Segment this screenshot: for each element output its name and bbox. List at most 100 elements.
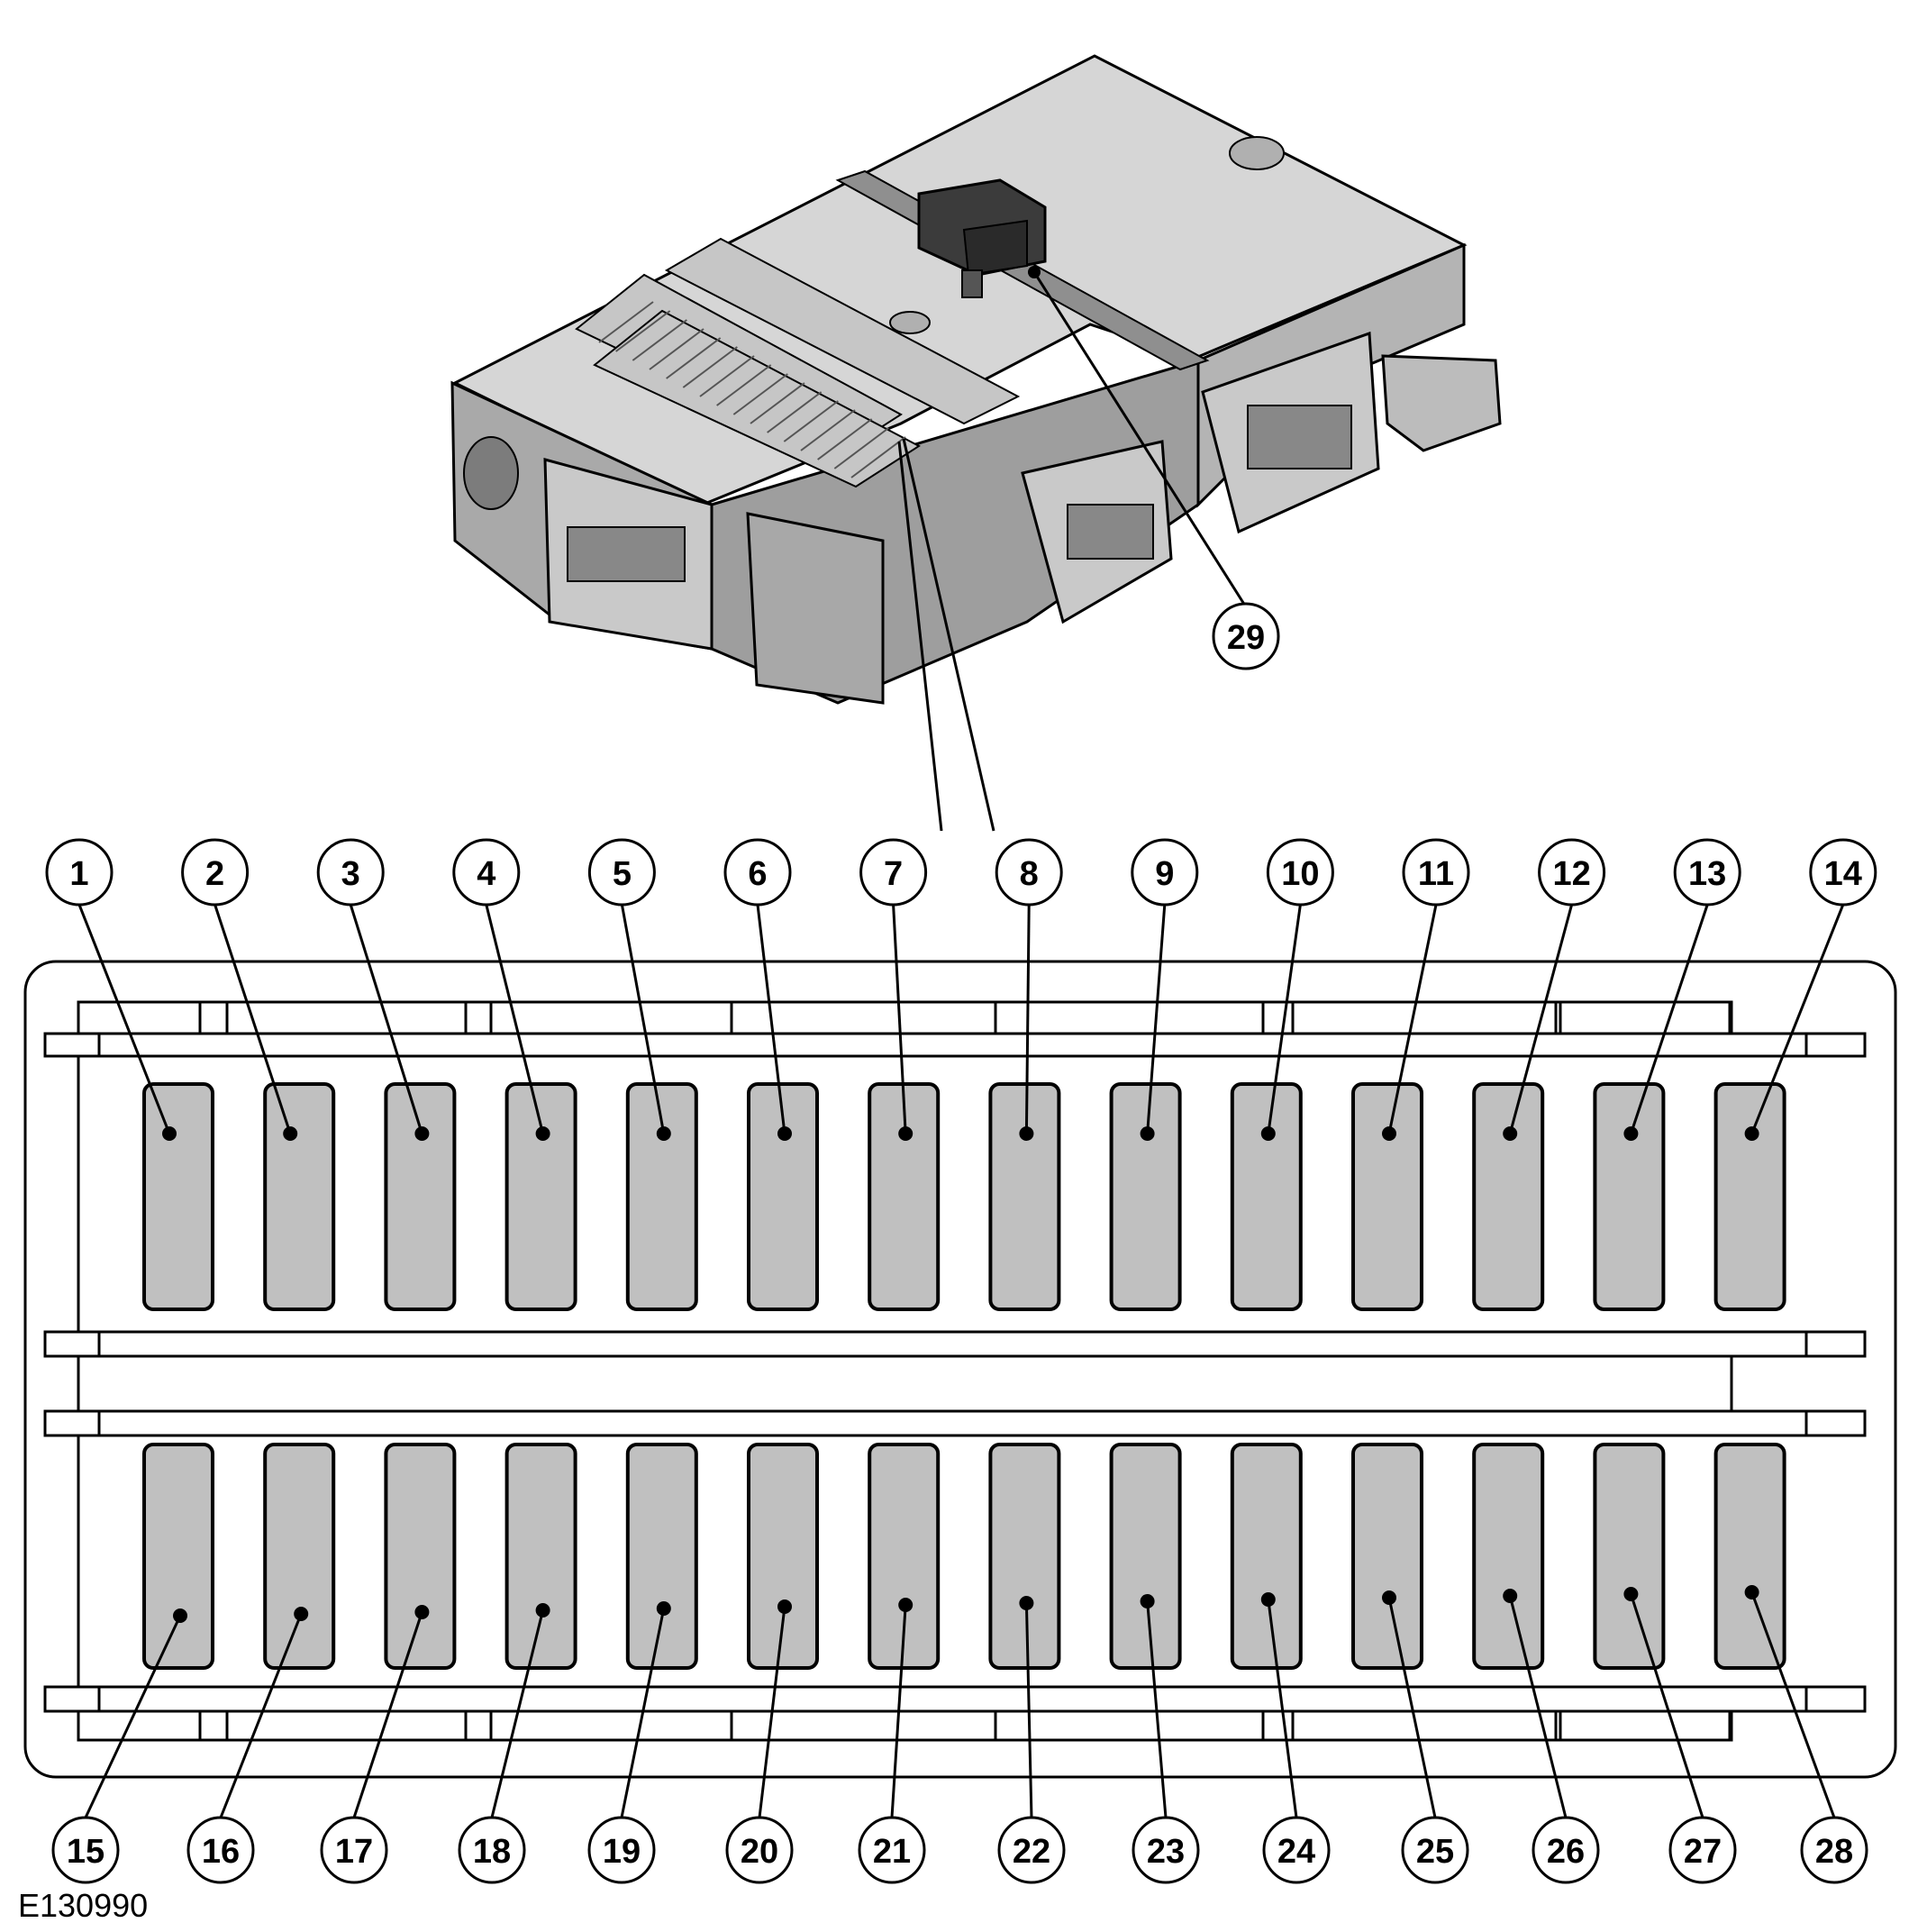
callout-16-circle	[186, 1816, 255, 1884]
leader-14	[1750, 904, 1845, 1135]
callout-26-circle	[1532, 1816, 1600, 1884]
module-rib-1	[598, 301, 654, 343]
bottom-rail-inner	[77, 1709, 1733, 1742]
fuse-5	[625, 1082, 698, 1311]
callout-21-circle	[858, 1816, 926, 1884]
callout-25: 25	[1401, 1816, 1469, 1884]
callout-5-label: 5	[613, 855, 632, 893]
callout-18-label: 18	[473, 1833, 511, 1871]
callout-8: 8	[995, 838, 1063, 907]
fuse-18	[504, 1443, 577, 1670]
fuse-24	[1230, 1443, 1303, 1670]
module-rib-5	[666, 337, 722, 379]
body-control-module-illustration	[450, 54, 1502, 705]
leader-25	[1387, 1597, 1437, 1818]
callout-27-label: 27	[1684, 1833, 1722, 1871]
callout-22-label: 22	[1013, 1833, 1050, 1871]
callout-6: 6	[723, 838, 792, 907]
leader-3	[349, 904, 423, 1135]
module-rib-8	[716, 364, 772, 406]
callout-11-circle	[1402, 838, 1470, 907]
callout-13-label: 13	[1688, 855, 1726, 893]
fuse-row-top	[142, 1082, 1786, 1311]
callout-8-circle	[995, 838, 1063, 907]
fuse-21	[868, 1443, 941, 1670]
top-rail-outer	[43, 1032, 1867, 1058]
callout-9-label: 9	[1155, 855, 1174, 893]
module-connector-small	[1381, 354, 1502, 452]
rail-ticks	[198, 1002, 1732, 1740]
callout-18: 18	[458, 1816, 526, 1884]
fuse-20	[747, 1443, 819, 1670]
module-side-knob	[463, 436, 519, 510]
callout-6-label: 6	[748, 855, 767, 893]
callout-24-label: 24	[1277, 1833, 1315, 1871]
callout-19: 19	[587, 1816, 656, 1884]
callout-7-circle	[859, 838, 928, 907]
callout-10: 10	[1266, 838, 1334, 907]
callout-17: 17	[320, 1816, 388, 1884]
fuse-26	[1472, 1443, 1545, 1670]
leader-22	[1024, 1602, 1033, 1818]
callout-21-label: 21	[873, 1833, 911, 1871]
callout-12-label: 12	[1552, 855, 1590, 893]
callout-11: 11	[1402, 838, 1470, 907]
callout-20-label: 20	[741, 1833, 778, 1871]
middle-rail-upper	[43, 1330, 1867, 1358]
callout-5: 5	[587, 838, 656, 907]
module-rib-16	[850, 436, 906, 478]
leader-1	[77, 904, 171, 1135]
callout-13-circle	[1673, 838, 1741, 907]
callout-14: 14	[1809, 838, 1877, 907]
module-rib-15	[833, 427, 889, 469]
leader-26	[1508, 1595, 1568, 1818]
callout-15: 15	[51, 1816, 120, 1884]
leader-9	[1146, 904, 1167, 1135]
fuse-25	[1351, 1443, 1423, 1670]
leader-28	[1750, 1591, 1836, 1818]
callout-3-circle	[316, 838, 385, 907]
leader-8	[1024, 904, 1031, 1135]
module-rib-3	[632, 319, 687, 361]
module-connector-right-slot	[1247, 405, 1352, 469]
module-rib-2	[615, 310, 671, 352]
leader-17	[352, 1611, 423, 1818]
callout-14-label: 14	[1824, 855, 1862, 893]
module-round-boss-2	[889, 311, 931, 334]
leader-dot-29	[1028, 266, 1041, 278]
callout-7-label: 7	[884, 855, 903, 893]
callout-26-label: 26	[1547, 1833, 1585, 1871]
callout-3: 3	[316, 838, 385, 907]
leader-21	[890, 1604, 907, 1818]
middle-rail-lower	[43, 1409, 1867, 1437]
callout-17-label: 17	[335, 1833, 373, 1871]
callout-21: 21	[858, 1816, 926, 1884]
leader-19	[620, 1608, 666, 1818]
module-rib-9	[732, 373, 788, 415]
leader-13	[1629, 904, 1709, 1135]
top-rail-inner	[77, 1000, 1733, 1035]
fuse-9	[1109, 1082, 1182, 1311]
callout-25-label: 25	[1416, 1833, 1454, 1871]
fuse-13	[1593, 1082, 1666, 1311]
fuse-leader-lines	[77, 904, 1845, 1818]
module-switch-component	[917, 178, 1047, 298]
callout-17-circle	[320, 1816, 388, 1884]
module-connector-left-slot	[567, 526, 686, 582]
callout-13: 13	[1673, 838, 1741, 907]
leader-2	[214, 904, 292, 1135]
callout-20: 20	[725, 1816, 794, 1884]
callout-4: 4	[452, 838, 521, 907]
module-connector-middle-slot	[1067, 504, 1154, 560]
leader-15	[84, 1615, 182, 1818]
fuse-22	[988, 1443, 1061, 1670]
callout-14-circle	[1809, 838, 1877, 907]
callout-16-label: 16	[202, 1833, 240, 1871]
callout-26: 26	[1532, 1816, 1600, 1884]
leader-16	[219, 1613, 303, 1818]
fuse-17	[384, 1443, 457, 1670]
callout-12: 12	[1538, 838, 1606, 907]
module-rib-10	[750, 382, 805, 424]
fuse-16	[263, 1443, 336, 1670]
